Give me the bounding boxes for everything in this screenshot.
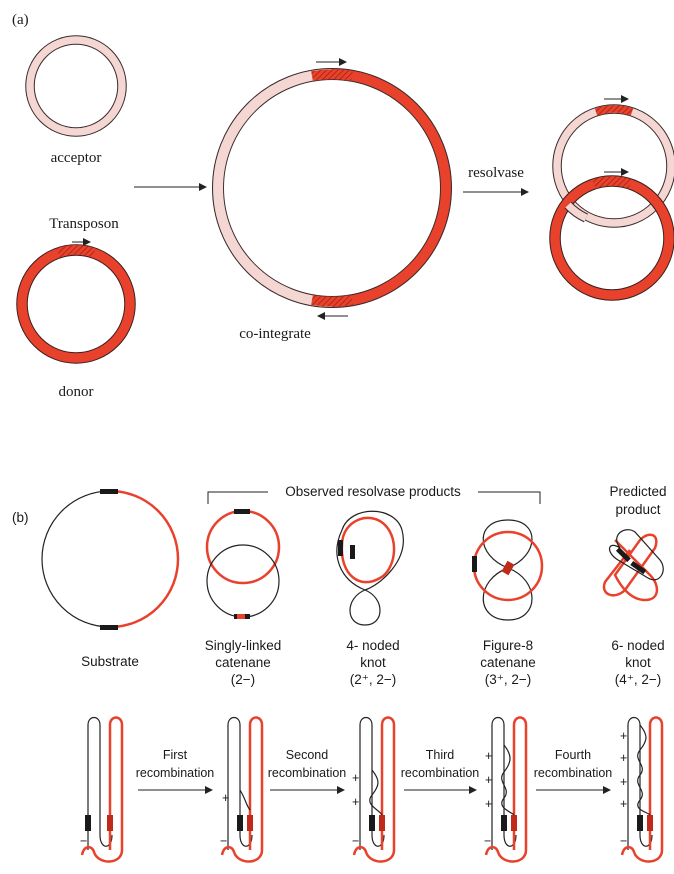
minus-sign: − bbox=[80, 834, 87, 848]
singly-linked-catenane-diagram bbox=[207, 509, 279, 619]
minus-sign: − bbox=[620, 834, 627, 848]
acceptor-label: acceptor bbox=[51, 150, 102, 166]
product-2-line2: knot bbox=[360, 655, 386, 670]
plus-sign: + bbox=[620, 775, 627, 789]
plus-sign: + bbox=[222, 791, 229, 805]
plus-sign: + bbox=[352, 771, 359, 785]
product-1-line3: (2−) bbox=[231, 672, 255, 687]
strand-diagram-4 bbox=[622, 718, 662, 862]
six-noded-knot-diagram bbox=[604, 530, 663, 600]
cointegrate-label: co-integrate bbox=[239, 326, 311, 342]
product-labels: Singly-linked catenane (2−) 4- noded kno… bbox=[205, 638, 665, 687]
plus-sign: + bbox=[485, 749, 492, 763]
plus-sign: + bbox=[620, 797, 627, 811]
product-3-line3: (3⁺, 2−) bbox=[485, 672, 532, 687]
minus-sign: − bbox=[220, 834, 227, 848]
step-3-line2: recombination bbox=[401, 766, 480, 780]
observed-header: Observed resolvase products bbox=[285, 484, 461, 499]
substrate-label: Substrate bbox=[81, 654, 139, 669]
plus-sign: + bbox=[485, 797, 492, 811]
product-4-line1: 6- noded bbox=[611, 638, 664, 653]
plus-sign: + bbox=[620, 751, 627, 765]
step-3-line1: Third bbox=[426, 748, 455, 762]
product-2-line3: (2⁺, 2−) bbox=[350, 672, 397, 687]
product-4-line3: (4⁺, 2−) bbox=[615, 672, 662, 687]
minus-sign: − bbox=[484, 834, 491, 848]
product-2-line1: 4- noded bbox=[346, 638, 399, 653]
cointegrate-circle bbox=[218, 74, 446, 302]
four-noded-knot-diagram bbox=[337, 511, 403, 625]
minus-sign: − bbox=[352, 834, 359, 848]
recombination-steps: First recombination Second recombination… bbox=[136, 748, 613, 790]
predicted-label-line1: Predicted bbox=[609, 484, 666, 499]
resolvase-label: resolvase bbox=[468, 165, 524, 181]
strand-diagram-1 bbox=[222, 718, 262, 862]
step-4-line1: Fourth bbox=[555, 748, 591, 762]
donor-plasmid bbox=[22, 250, 130, 358]
crossing-signs: − + − + + − + + + − + + + + − bbox=[80, 729, 627, 848]
step-2-line1: Second bbox=[286, 748, 328, 762]
step-2-line2: recombination bbox=[268, 766, 347, 780]
figure-eight-catenane-diagram bbox=[472, 520, 542, 620]
donor-label: donor bbox=[59, 384, 94, 400]
product-4-line2: knot bbox=[625, 655, 651, 670]
product-3-line1: Figure-8 bbox=[483, 638, 533, 653]
plus-sign: + bbox=[485, 773, 492, 787]
panel-b-label: (b) bbox=[12, 510, 29, 525]
panel-a-label: (a) bbox=[12, 12, 29, 28]
substrate-diagram bbox=[42, 489, 178, 630]
transposon-label: Transposon bbox=[49, 216, 119, 232]
resolved-catenane bbox=[555, 109, 671, 295]
plus-sign: + bbox=[352, 795, 359, 809]
plus-sign: + bbox=[620, 729, 627, 743]
product-3-line2: catenane bbox=[480, 655, 536, 670]
step-1-line2: recombination bbox=[136, 766, 215, 780]
step-1-line1: First bbox=[163, 748, 188, 762]
product-1-line2: catenane bbox=[215, 655, 271, 670]
product-1-line1: Singly-linked bbox=[205, 638, 282, 653]
strand-diagram-2 bbox=[354, 718, 394, 862]
step-4-line2: recombination bbox=[534, 766, 613, 780]
strand-diagram-0 bbox=[82, 718, 122, 862]
acceptor-plasmid bbox=[30, 40, 122, 132]
predicted-label-line2: product bbox=[615, 502, 660, 517]
strand-diagram-3 bbox=[486, 718, 526, 862]
